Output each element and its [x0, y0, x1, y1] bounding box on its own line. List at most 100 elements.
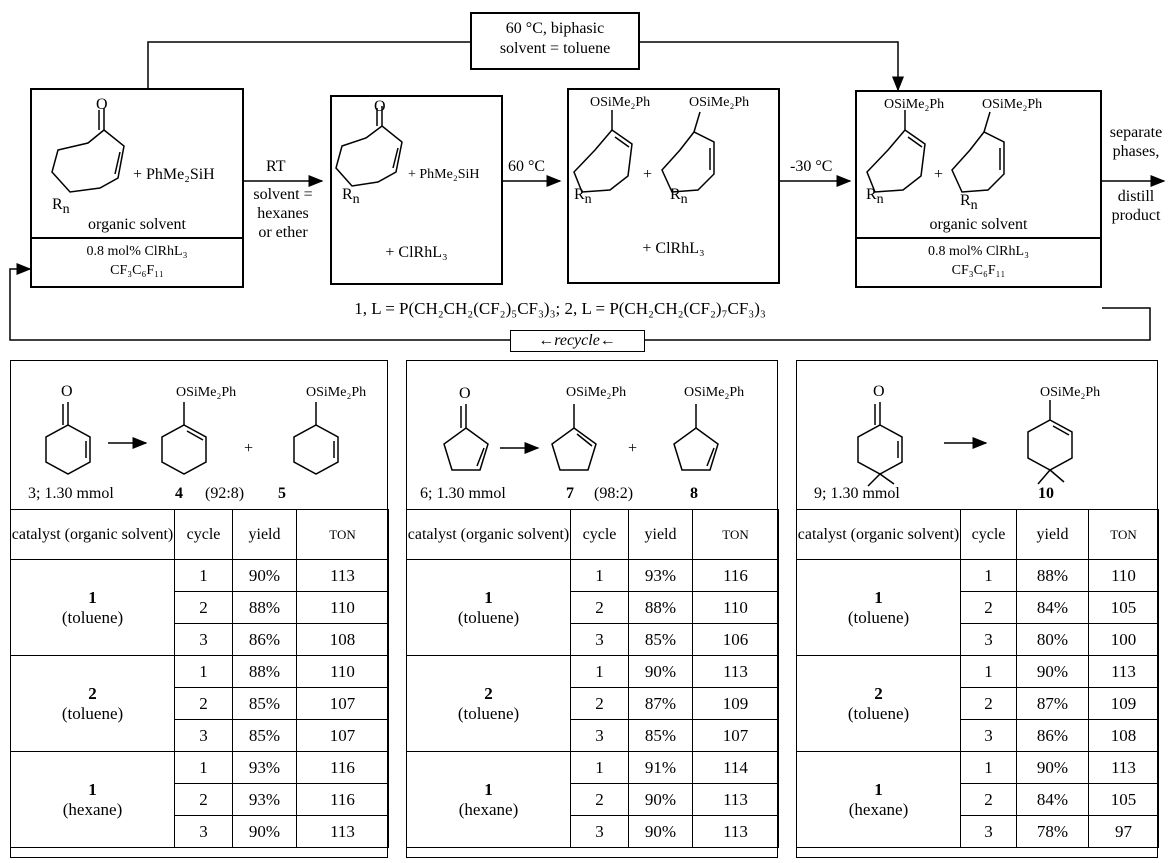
condition-line-2: solvent = toluene — [499, 40, 611, 57]
panel1-product-a: 4 — [175, 485, 183, 502]
scheme-box-3 — [567, 88, 780, 284]
catalyst-solvent: (hexane) — [62, 799, 123, 819]
panel3-product-a: 10 — [1038, 485, 1054, 502]
catalyst-number: 2 — [484, 683, 493, 703]
arrow1-above: RT — [266, 158, 286, 175]
ton-cell: 113 — [1088, 751, 1159, 784]
ton-cell: 105 — [1088, 783, 1159, 816]
ton-cell: 116 — [296, 751, 389, 784]
table-header-cell: catalyst (organic solvent) — [406, 509, 571, 560]
yield-cell: 93% — [232, 751, 297, 784]
yield-cell: 90% — [232, 815, 297, 848]
box2-oxygen: O — [374, 98, 386, 115]
arrow4-below-1: distill — [1117, 188, 1155, 205]
cycle-cell: 2 — [570, 687, 629, 720]
box4-organic-solvent: organic solvent — [929, 216, 1028, 233]
arrow4-above-2: phases, — [1112, 143, 1160, 160]
cycle-cell: 3 — [174, 815, 233, 848]
ton-cell: 113 — [692, 815, 779, 848]
cycle-cell: 2 — [174, 783, 233, 816]
box1-reagent: + PhMe₂SiH — [133, 166, 215, 183]
box1-catalyst-line: 0.8 mol% ClRhL₃ — [86, 244, 188, 259]
yield-cell: 84% — [1016, 591, 1089, 624]
ton-cell: 116 — [296, 783, 389, 816]
ton-cell: 110 — [1088, 559, 1159, 592]
panel1-oxygen: O — [61, 383, 73, 400]
catalyst-cell: 1(hexane) — [10, 751, 175, 848]
ton-cell: 113 — [692, 783, 779, 816]
table-header-cell: TON — [692, 509, 779, 560]
table-header-cell: yield — [1016, 509, 1089, 560]
ton-cell: 113 — [692, 655, 779, 688]
yield-cell: 90% — [628, 655, 693, 688]
ton-cell: 114 — [692, 751, 779, 784]
catalyst-solvent: (toluene) — [61, 607, 124, 627]
condition-box: 60 °C, biphasic solvent = toluene — [470, 12, 640, 70]
catalyst-solvent: (toluene) — [847, 607, 910, 627]
catalyst-cell: 1(toluene) — [406, 559, 571, 656]
box3-label-b: OSiMe₂Ph — [689, 95, 750, 110]
panel1-substrate: 3; 1.30 mmol — [28, 485, 114, 502]
yield-cell: 78% — [1016, 815, 1089, 848]
catalyst-cell: 1(toluene) — [10, 559, 175, 656]
ton-cell: 113 — [296, 815, 389, 848]
panel2-substrate: 6; 1.30 mmol — [420, 485, 506, 502]
yield-cell: 90% — [628, 783, 693, 816]
yield-cell: 91% — [628, 751, 693, 784]
ton-cell: 116 — [692, 559, 779, 592]
cycle-cell: 2 — [960, 783, 1017, 816]
ton-cell: 110 — [296, 591, 389, 624]
box2-rn: Rn — [342, 186, 360, 208]
ligand-definition: 1, L = P(CH₂CH₂(CF₂)₅CF₃)₃; 2, L = P(CH₂… — [354, 299, 766, 318]
table-header-cell: catalyst (organic solvent) — [10, 509, 175, 560]
cycle-cell: 3 — [174, 623, 233, 656]
panel1-plus: + — [244, 440, 254, 457]
cycle-cell: 2 — [960, 687, 1017, 720]
catalyst-cell: 1(hexane) — [796, 751, 961, 848]
ton-cell: 100 — [1088, 623, 1159, 656]
ton-cell: 110 — [692, 591, 779, 624]
catalyst-cell: 2(toluene) — [10, 655, 175, 752]
catalyst-solvent: (hexane) — [458, 799, 519, 819]
cycle-cell: 3 — [570, 815, 629, 848]
box4-rn-a: Rn — [866, 186, 884, 208]
yield-cell: 87% — [1016, 687, 1089, 720]
catalyst-solvent: (toluene) — [847, 703, 910, 723]
cycle-cell: 1 — [960, 655, 1017, 688]
catalyst-cell: 1(hexane) — [406, 751, 571, 848]
cycle-cell: 1 — [570, 751, 629, 784]
box4-fluorous-line: CF₃C₆F₁₁ — [951, 263, 1006, 278]
arrow1-below-3: or ether — [258, 224, 308, 241]
ton-cell: 113 — [1088, 655, 1159, 688]
cycle-cell: 1 — [174, 655, 233, 688]
catalyst-number: 1 — [874, 587, 883, 607]
box1-organic-solvent: organic solvent — [88, 216, 186, 233]
cycle-cell: 3 — [960, 623, 1017, 656]
recycle-line-left — [9, 263, 510, 341]
ton-cell: 106 — [692, 623, 779, 656]
catalyst-number: 2 — [874, 683, 883, 703]
catalyst-solvent: (hexane) — [848, 799, 909, 819]
